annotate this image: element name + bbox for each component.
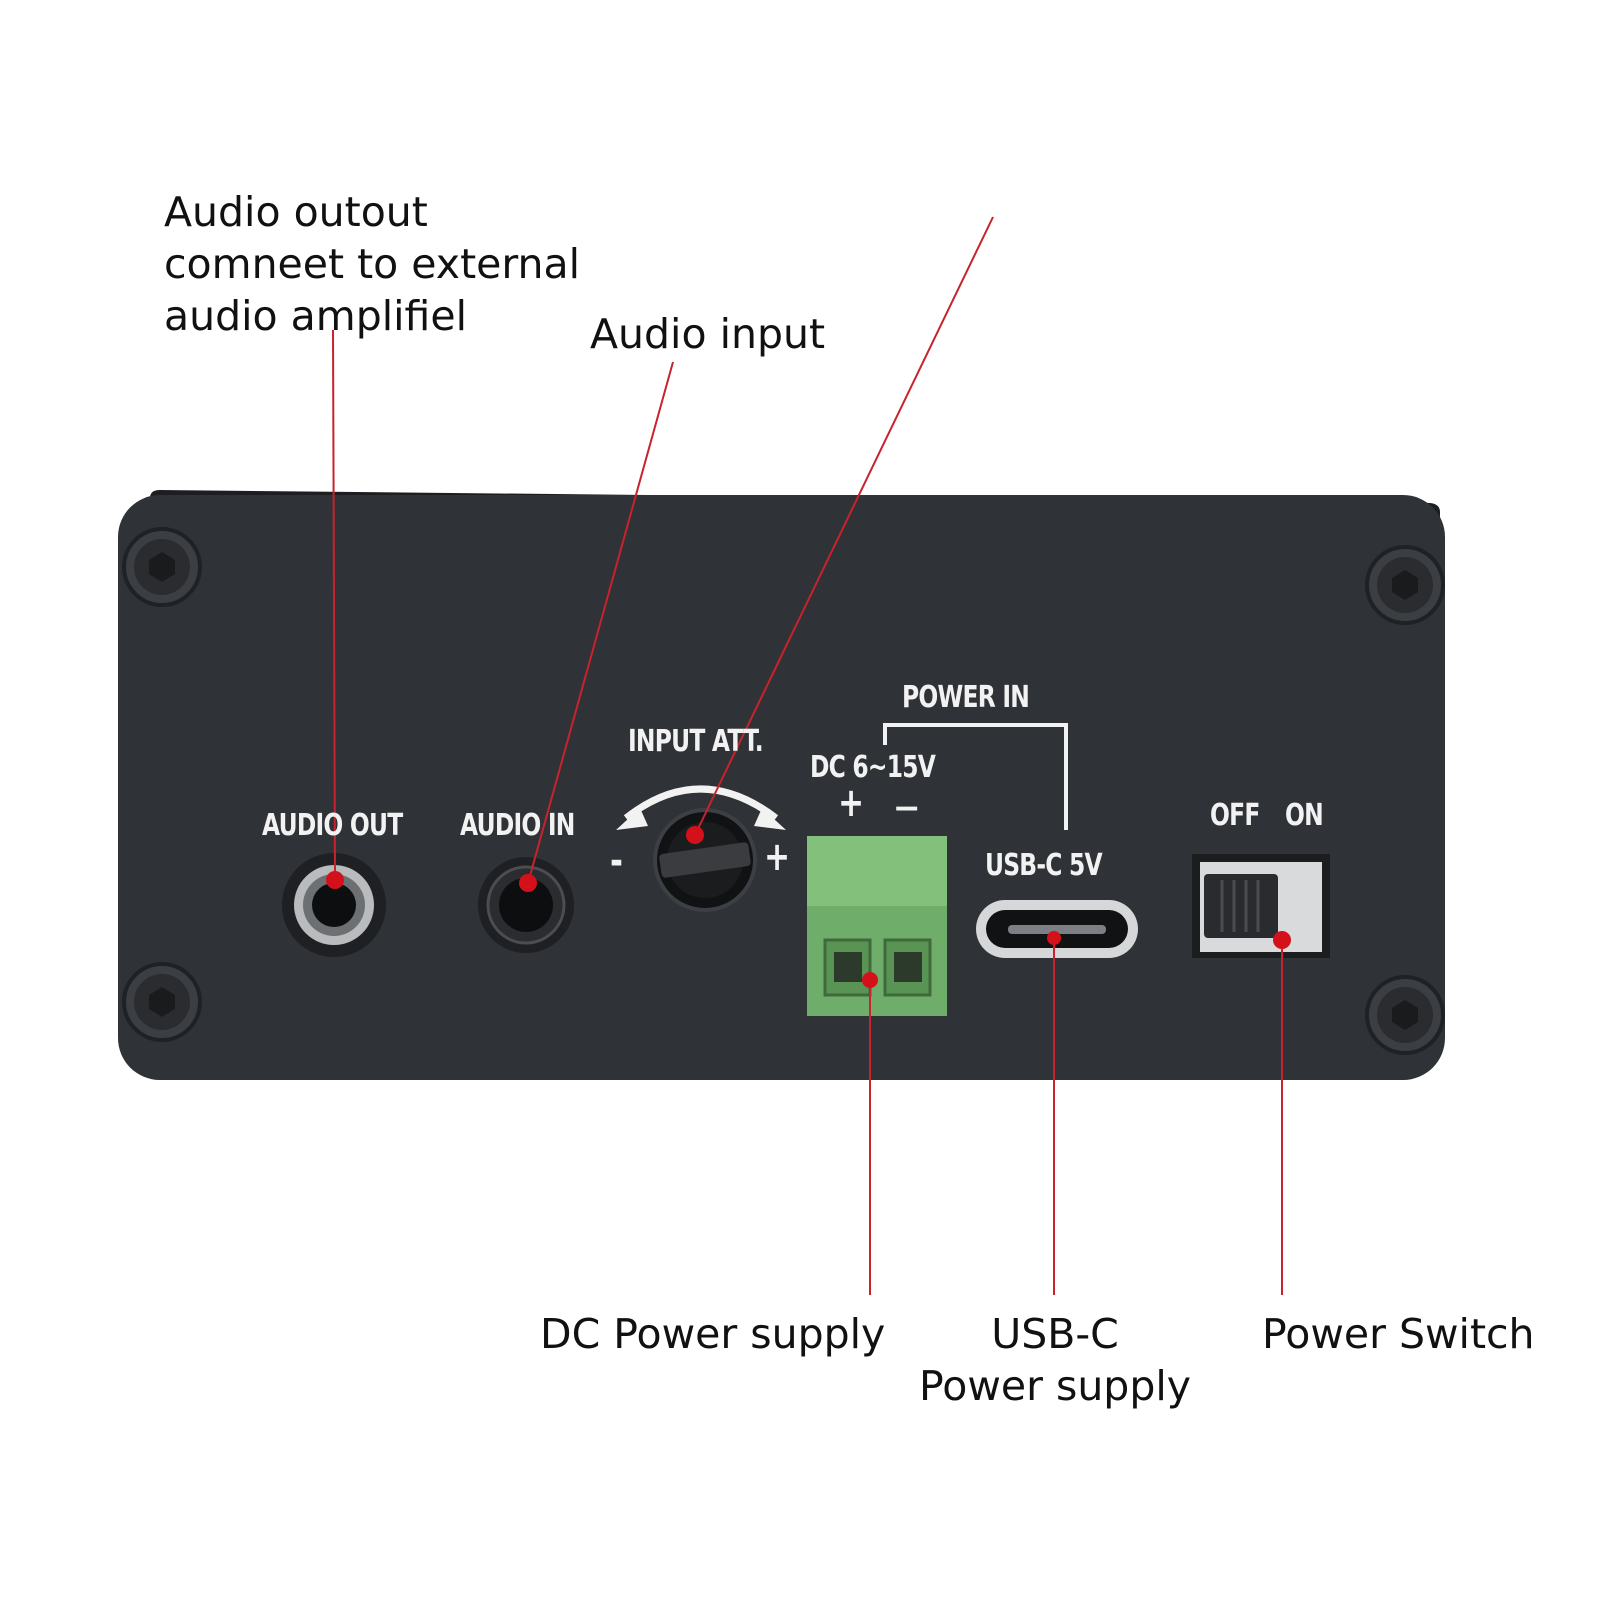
callout-usbc-power: USB-C Power supply [905,1308,1205,1412]
dot-input-att [686,826,704,844]
dc-terminal-block [807,836,947,1016]
callout-audio-output: Audio outout comneet to external audio a… [164,186,580,342]
leader-dots [326,826,1291,988]
callout-audio-output-line-2: comneet to external [164,240,581,288]
leader-input-att [694,216,994,836]
label-att-minus: - [610,838,623,884]
label-switch-off: OFF [1210,798,1260,833]
leader-audio-out [332,329,336,881]
label-switch-on: ON [1285,798,1324,833]
front-panel [118,495,1445,1080]
audio-in-jack [478,857,574,953]
dot-dc [862,972,878,988]
power-switch-body [1192,854,1330,958]
callout-dc-power: DC Power supply [540,1310,886,1358]
screw-top-right [1365,545,1445,625]
label-power-in: POWER IN [902,680,1030,715]
dot-usbc [1047,931,1061,945]
callout-power-switch: Power Switch [1262,1310,1535,1358]
callout-audio-output-line-1: Audio outout [164,188,428,236]
label-usbc: USB-C 5V [985,848,1103,883]
audio-out-jack [282,853,386,957]
callout-audio-output-line-3: audio amplifiel [164,292,467,340]
power-in-bracket [883,723,1068,830]
screw-bottom-right [1365,975,1445,1055]
leader-audio-in [527,361,674,884]
usbc-port [976,900,1138,958]
callout-audio-input: Audio input [590,310,826,358]
dot-switch [1273,931,1291,949]
screw-bottom-left [122,962,202,1042]
dot-audio-out [326,871,344,889]
label-audio-out: AUDIO OUT [262,808,403,843]
callout-usbc-power-line-1: USB-C [991,1310,1119,1358]
label-audio-in: AUDIO IN [460,808,575,843]
screw-top-left [122,527,202,607]
label-dc-plus: + [838,780,864,826]
input-att-knob [616,785,786,912]
leader-lines [332,216,1283,1295]
label-dc-range: DC 6~15V [810,750,936,785]
callout-usbc-power-line-2: Power supply [918,1362,1192,1410]
label-dc-minus: — [895,790,918,825]
dot-audio-in [519,874,537,892]
label-att-plus: + [764,834,790,880]
label-input-att: INPUT ATT. [628,724,764,759]
